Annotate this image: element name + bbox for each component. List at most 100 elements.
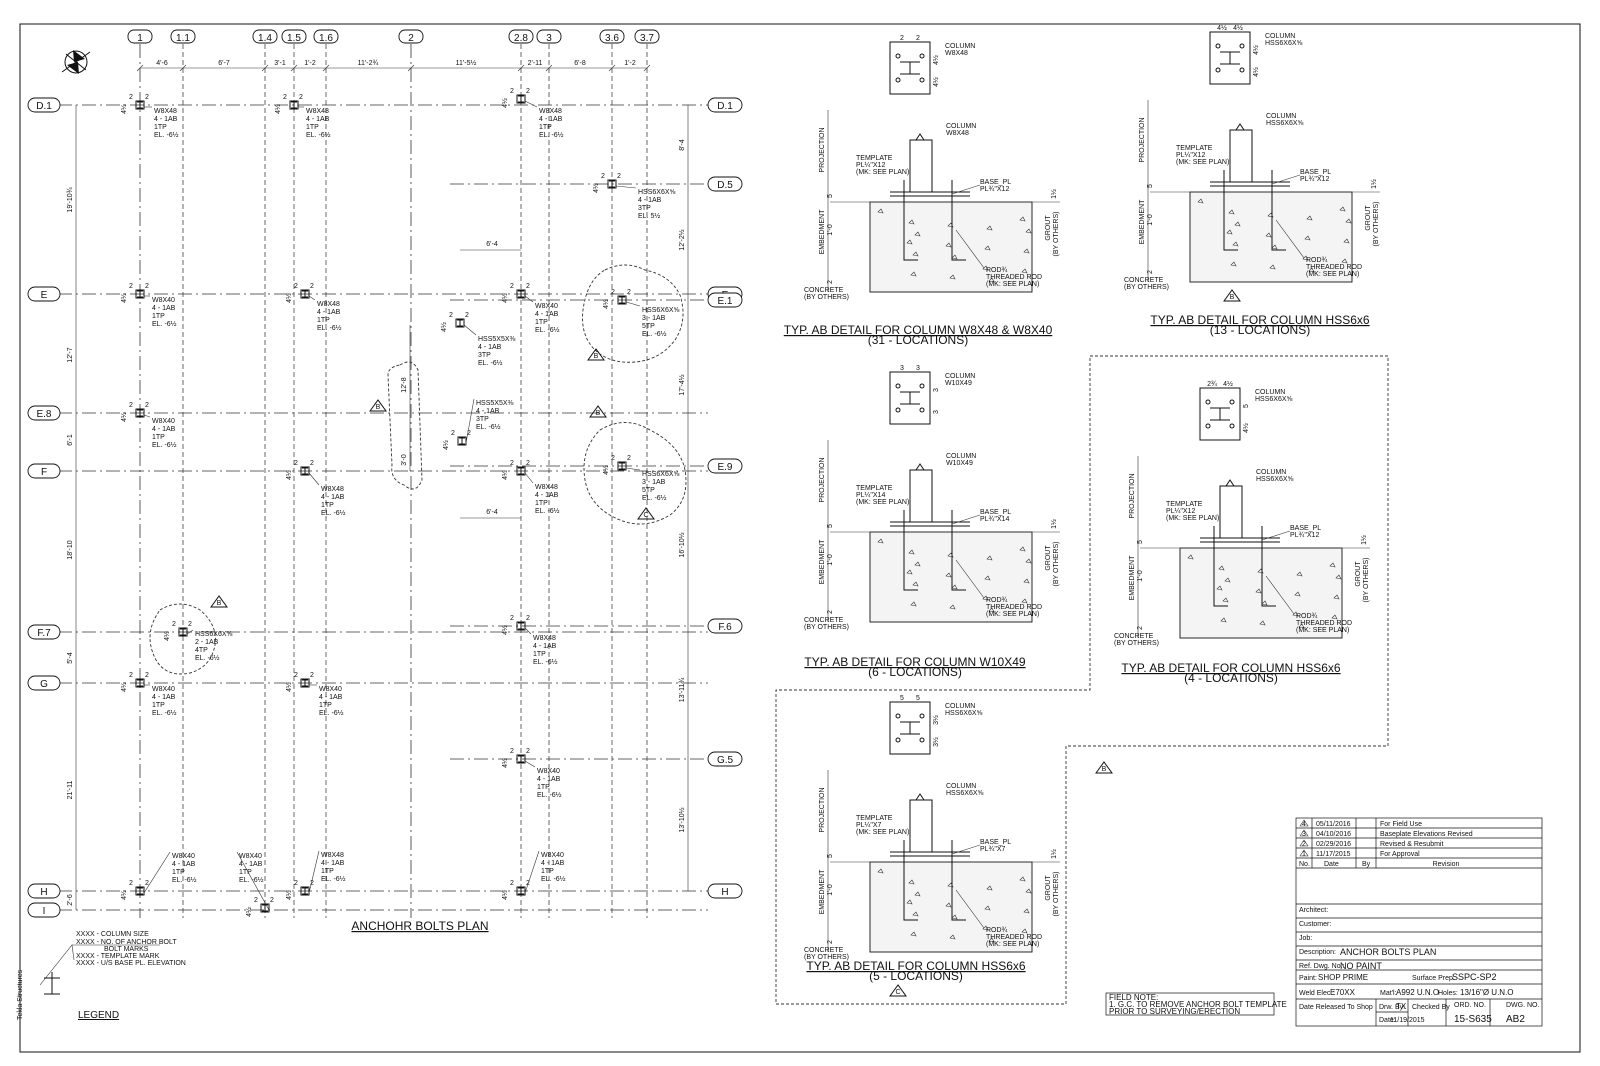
leader-line	[463, 324, 477, 336]
dimension-text: 4½	[592, 183, 600, 193]
dimension-text: 4½	[1217, 24, 1227, 32]
dimension-text: 2'-6	[67, 894, 74, 906]
base-plate	[516, 886, 526, 896]
field-label: Weld Elec.:	[1299, 990, 1334, 997]
concrete-hatch	[1025, 558, 1032, 564]
dimension-text: 4½	[120, 293, 128, 303]
rod-label: THREADED ROD	[986, 934, 1042, 941]
concrete-hatch	[947, 552, 954, 558]
dimension-text: 2	[627, 455, 631, 462]
dimension-text: 4½	[1223, 380, 1233, 388]
leader-line	[1271, 174, 1301, 185]
detail-title: TYP. AB DETAIL FOR COLUMN HSS6x6	[1150, 313, 1369, 327]
rod-label: (MK: SEE PLAN)	[1306, 271, 1359, 278]
template-label: PL¼"X12	[1166, 508, 1195, 515]
column-size: W8X40	[172, 853, 195, 860]
detail-title: TYP. AB DETAIL FOR COLUMN W8X48 & W8X40	[784, 323, 1053, 337]
column-elevation	[1229, 129, 1253, 183]
concrete-hatch	[1255, 588, 1262, 594]
concrete-label: (BY OTHERS)	[1114, 640, 1159, 647]
dimension-text: 4½	[285, 293, 293, 303]
base-plate	[607, 179, 617, 189]
dimension-text: 4½	[1242, 423, 1250, 433]
revision-triangle-icon	[1223, 289, 1241, 302]
concrete-hatch	[906, 569, 913, 575]
dimension-text: 2	[617, 173, 621, 180]
base-elevation: EL. -6½	[539, 131, 564, 139]
dimension-text: 2	[188, 621, 192, 628]
embedment-label: EMBEDMENT	[1139, 199, 1146, 244]
revision-triangle-icon	[210, 595, 228, 608]
break-line	[915, 793, 925, 801]
anchor-rod	[951, 840, 966, 921]
concrete-hatch	[1232, 241, 1239, 247]
dimension-text: 3'-0	[401, 454, 408, 466]
base-plate-label: BASE_PL	[980, 839, 1011, 846]
column-section	[291, 101, 297, 109]
column-section	[137, 887, 143, 895]
bolt-hole	[919, 77, 925, 83]
anchor-bolts: 3 - 1AB	[642, 315, 666, 322]
dimension-text: 11'-5½	[456, 59, 477, 67]
revision-triangle-icon	[1299, 839, 1309, 847]
column-section	[302, 290, 308, 298]
projection-label: PROJECTION	[819, 787, 826, 832]
anchor-bolts: 4 - 1AB	[319, 694, 343, 701]
bolt-hole	[919, 383, 925, 389]
dimension-text: 2	[827, 610, 834, 614]
field-label: Date Released To Shop	[1299, 1004, 1373, 1011]
svg-text:1. G.C. TO REMOVE ANCHOR BOLT: 1. G.C. TO REMOVE ANCHOR BOLT TEMPLATE	[1109, 1000, 1287, 1009]
rod-label: (MK: SEE PLAN)	[986, 281, 1039, 288]
embedment-label: EMBEDMENT	[819, 209, 826, 254]
dimension-text: 2	[310, 283, 314, 290]
grid-label: I	[43, 906, 46, 917]
field-label: Mat'l:	[1380, 990, 1397, 997]
dimension-tick	[136, 64, 144, 72]
revision-triangle-icon	[637, 507, 655, 520]
concrete-hatch	[1261, 600, 1268, 606]
sheet-border	[19, 23, 1581, 1053]
dimension-text: 4½	[440, 322, 448, 332]
dimension-text: 5	[916, 695, 920, 702]
field-value: NO PAINT	[1340, 961, 1382, 971]
concrete-hatch	[988, 937, 995, 943]
dimension-text: 2	[294, 672, 298, 679]
base-plate	[516, 466, 526, 476]
dimension-text: 1'-0	[827, 884, 834, 896]
base-elevation: EL. -6½	[476, 423, 501, 431]
grid-label: D.5	[717, 180, 733, 191]
field-value: SSPC-SP2	[1452, 972, 1497, 982]
dimension-text: 2	[467, 430, 471, 437]
revision-tag: B	[217, 600, 222, 607]
template-mark: 1TP	[541, 868, 554, 875]
dimension-text: 4'-6	[156, 60, 168, 67]
anchor-bolts: 4 - 1AB	[476, 408, 500, 415]
dimension-text: 5	[1137, 540, 1144, 544]
concrete-hatch	[951, 254, 958, 260]
dimension-text: 3	[933, 410, 940, 414]
field-label: Job:	[1299, 935, 1312, 942]
concrete-hatch	[910, 271, 917, 277]
dimension-text: 3	[900, 365, 904, 372]
column-label: COLUMN	[945, 703, 975, 710]
leader-line	[524, 472, 534, 484]
dimension-text: 3	[933, 388, 940, 392]
concrete-hatch	[988, 607, 995, 613]
concrete-hatch	[1218, 565, 1225, 571]
dimension-text: 2	[294, 283, 298, 290]
plan-title: ANCHOHR BOLTS PLAN	[351, 919, 488, 933]
column-label: HSS6X6X⅝	[946, 790, 984, 797]
dimension-text: 5	[900, 695, 904, 702]
anchor-bolts: 4 - 1AB	[152, 694, 176, 701]
concrete-hatch	[877, 208, 884, 214]
revision-triangle-icon	[1299, 819, 1309, 827]
template-mark: 1TP	[533, 651, 546, 658]
grid-label: D.1	[36, 101, 52, 112]
grid-label: 2	[408, 33, 414, 44]
dimension-text: 1½	[1360, 535, 1368, 545]
dimension-text: 1½	[1050, 189, 1058, 199]
